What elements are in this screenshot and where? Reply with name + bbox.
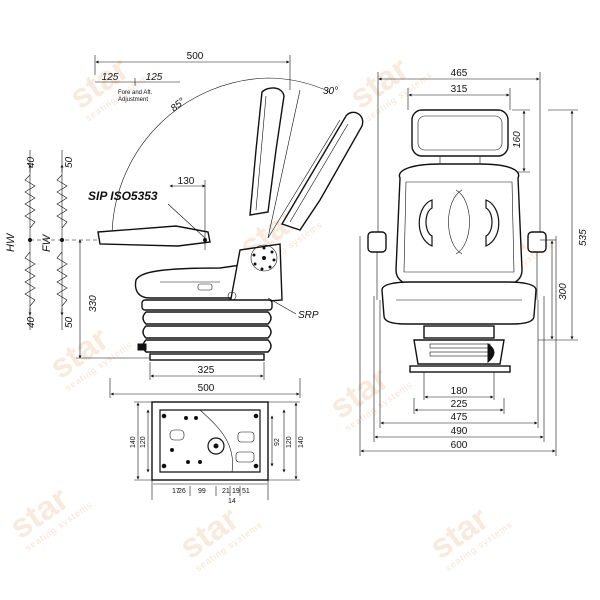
hw-down-value: 40 [26,316,37,328]
plate-right-a: 92 [274,438,281,446]
base-width-outer: 500 [198,383,215,394]
srp-label: SRP [298,310,319,321]
front-width-490: 490 [451,426,468,437]
side-height: 330 [88,295,99,312]
plate-bottom-6: 51 [242,488,250,495]
front-base-180: 180 [451,386,468,397]
side-view: 500 125 125 Fore and Aft. Adjustment 85°… [76,51,364,398]
fore-aft-right: 125 [146,72,163,83]
plate-bottom-4: 21 [222,488,230,495]
recline-angle: 30° [323,86,338,97]
plate-left-outer: 140 [130,436,137,448]
front-overall-width: 465 [451,68,468,79]
plate-left-inner: 120 [140,436,147,448]
plate-right-b: 120 [286,436,293,448]
hw-label: HW [5,232,17,252]
plate-bottom-7: 14 [228,498,236,505]
plate-bottom-1: 17 [172,488,180,495]
base-width-inner: 325 [198,365,215,376]
adjuster-springs: 40 40 HW 50 50 FW [5,150,100,330]
sip-offset: 130 [178,176,195,187]
fore-aft-label-1: Fore and Aft. [118,90,153,96]
fore-aft-left: 125 [102,72,119,83]
plate-right-c: 140 [298,436,305,448]
front-width-600: 600 [451,440,468,451]
front-total-height: 535 [578,229,589,246]
side-top-width: 500 [187,51,204,62]
backrest-angle: 85° [169,96,188,114]
plate-bottom-2: 26 [178,488,186,495]
fore-aft-label-2: Adjustment [118,97,148,103]
front-base-225: 225 [451,399,468,410]
front-headrest-width: 315 [451,84,468,95]
fw-up-value: 50 [64,156,75,168]
front-seat-height: 300 [558,283,569,300]
gear-teeth [252,246,276,271]
fw-label: FW [41,233,53,252]
fw-down-value: 50 [64,316,75,328]
base-plate-view: 140 120 92 120 140 17 26 99 21 19 51 14 [130,401,305,505]
plate-bottom-5: 19 [232,488,240,495]
bellows [137,299,273,361]
sip-label: SIP ISO5353 [88,189,158,203]
mounting-holes [161,413,259,469]
front-width-475: 475 [451,412,468,423]
front-view: 465 315 160 [359,68,589,456]
plate-bottom-3: 99 [198,488,206,495]
hw-up-value: 40 [26,156,37,168]
front-headrest-height: 160 [512,131,523,148]
